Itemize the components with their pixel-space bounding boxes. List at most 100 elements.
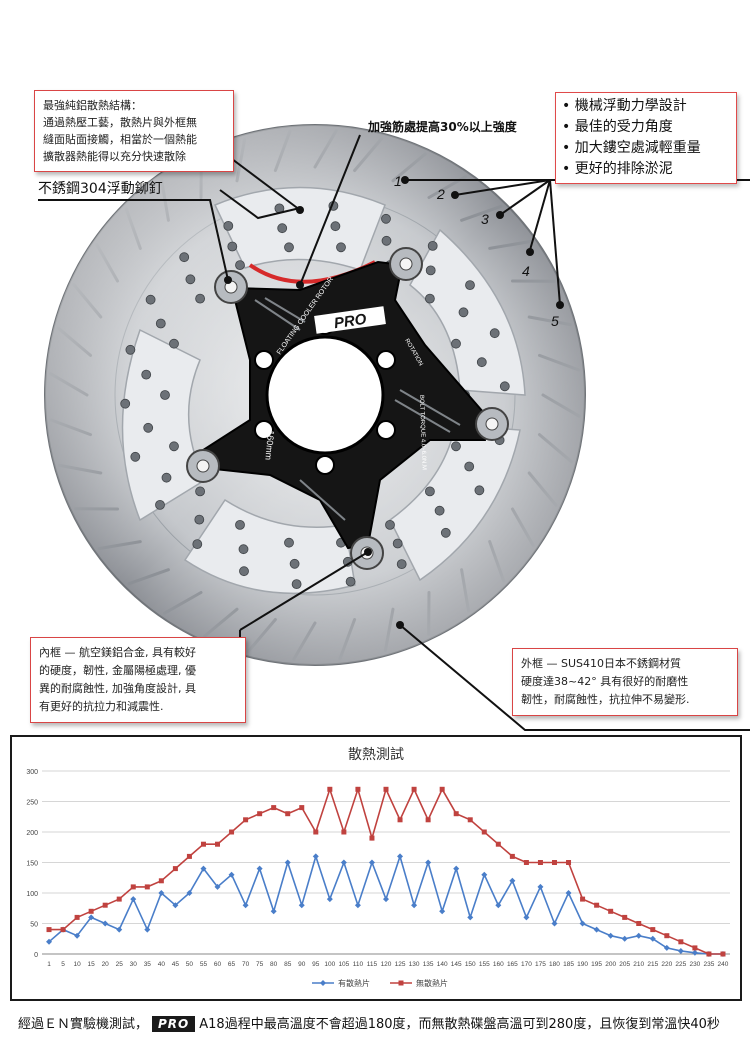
x-tick-label: 155	[479, 961, 490, 968]
vent-hole	[284, 537, 294, 548]
feature-item-4: • 更好的排除淤泥	[562, 161, 673, 177]
x-tick-label: 185	[563, 961, 574, 968]
feature-number-3: 3	[481, 211, 489, 227]
x-tick-label: 120	[381, 961, 392, 968]
x-tick-label: 65	[228, 961, 236, 968]
x-tick-label: 105	[338, 961, 349, 968]
data-point	[88, 914, 95, 921]
x-tick-label: 125	[395, 961, 406, 968]
data-point	[439, 908, 446, 915]
data-point	[411, 786, 417, 792]
data-point	[608, 908, 614, 914]
vent-hole	[155, 318, 166, 329]
heat-structure-callout: 最強純鋁散熱結構： 通過熱壓工藝，散熱片與外框無 縫面貼面接觸，相當於一個熱能 …	[34, 90, 234, 172]
data-point	[523, 914, 530, 921]
vent-hole	[235, 260, 245, 271]
legend-marker	[398, 980, 404, 986]
feature-item-1: • 機械浮動力學設計	[562, 98, 687, 114]
data-point	[327, 786, 333, 792]
data-point	[256, 865, 263, 872]
data-point	[594, 902, 600, 908]
y-tick-label: 250	[26, 800, 38, 807]
inner-frame-line-1: 內框 — 航空鎂鋁合金, 具有較好	[39, 646, 196, 659]
vent-hole	[179, 252, 190, 263]
data-point	[116, 896, 122, 902]
vent-hole	[235, 520, 245, 530]
data-point	[368, 859, 375, 866]
data-point	[284, 859, 291, 866]
inner-frame-line-4: 有更好的抗拉力和減震性.	[39, 700, 164, 713]
data-point	[341, 829, 347, 835]
x-tick-label: 115	[367, 961, 378, 968]
x-tick-label: 215	[647, 961, 658, 968]
vent-hole	[476, 357, 487, 368]
x-tick-label: 90	[298, 961, 306, 968]
inner-frame-callout: 內框 — 航空鎂鋁合金, 具有較好 的硬度，韌性, 金屬陽極處理, 優 異的耐腐…	[30, 637, 246, 723]
data-point	[271, 805, 277, 811]
x-tick-label: 30	[130, 961, 138, 968]
data-point	[439, 786, 445, 792]
outer-frame-line-1: 外框 — SUS410日本不銹鋼材質	[521, 657, 682, 670]
vent-hole	[425, 265, 436, 276]
x-tick-label: 5	[61, 961, 65, 968]
vent-hole	[345, 576, 356, 587]
data-point	[299, 805, 305, 811]
data-point	[566, 860, 572, 865]
data-point	[172, 902, 179, 909]
vent-hole	[385, 520, 395, 530]
data-point	[130, 884, 136, 890]
data-point	[537, 860, 543, 865]
chart-series	[46, 786, 726, 957]
vent-hole	[474, 485, 485, 496]
data-point	[467, 914, 474, 921]
inner-frame-line-2: 的硬度，韌性, 金屬陽極處理, 優	[39, 664, 196, 677]
rib-strength-label: 加強筋處提高30%以上強度	[368, 120, 517, 134]
data-point	[229, 829, 235, 835]
data-point	[144, 926, 151, 933]
data-point	[523, 860, 529, 865]
x-tick-label: 190	[577, 961, 588, 968]
data-point	[243, 817, 249, 823]
vent-hole	[169, 441, 179, 452]
data-point	[102, 920, 109, 927]
x-tick-label: 25	[116, 961, 124, 968]
x-tick-label: 100	[324, 961, 335, 968]
vent-hole	[143, 422, 154, 433]
x-tick-label: 145	[451, 961, 462, 968]
vent-hole	[160, 390, 170, 400]
data-point	[636, 921, 642, 926]
data-point	[593, 926, 600, 933]
data-point	[397, 853, 404, 860]
data-point	[172, 866, 178, 872]
data-point	[313, 829, 319, 835]
data-point	[130, 896, 137, 903]
y-tick-label: 200	[26, 830, 38, 837]
data-point	[397, 817, 403, 823]
vent-hole	[291, 579, 302, 589]
data-point	[257, 811, 263, 817]
vent-hole	[336, 242, 346, 253]
vent-hole	[169, 338, 179, 349]
vent-hole	[120, 398, 131, 409]
data-point	[621, 935, 628, 942]
data-point	[46, 927, 52, 933]
series-line-2	[49, 786, 723, 955]
data-point	[453, 865, 460, 872]
vent-hole	[424, 293, 435, 304]
inner-frame-line-3: 異的耐腐蝕性, 加強角度設計, 具	[39, 682, 196, 695]
x-tick-label: 60	[214, 961, 222, 968]
feature-number-5: 5	[551, 313, 559, 329]
vent-hole	[195, 293, 206, 304]
data-point	[579, 920, 586, 927]
vent-hole	[451, 338, 461, 349]
x-tick-label: 140	[437, 961, 448, 968]
vent-holes	[120, 200, 510, 589]
vent-hole	[330, 221, 341, 232]
data-point	[509, 853, 515, 859]
feature-number-1: 1	[394, 173, 402, 189]
vent-hole	[185, 274, 196, 285]
data-point	[551, 860, 557, 865]
x-tick-label: 1	[47, 961, 51, 968]
rotor-illustration: PRO FLOATING COOLER ROTOR ROTATION BOLT …	[38, 124, 750, 731]
